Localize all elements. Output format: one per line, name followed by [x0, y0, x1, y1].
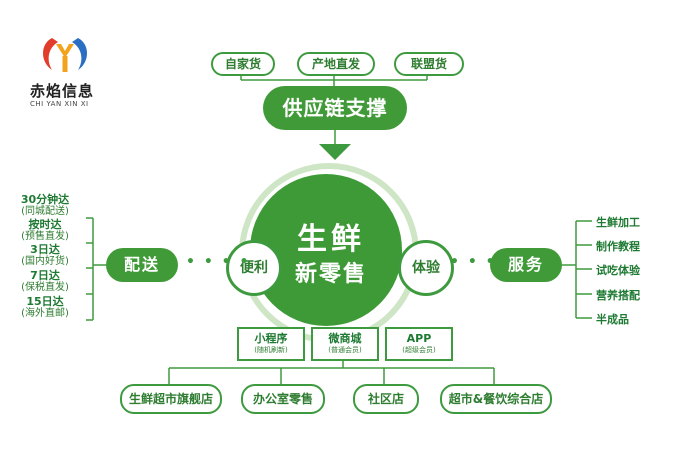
- center-subtitle: 新零售: [294, 262, 367, 287]
- store-community: 社区店: [353, 384, 419, 414]
- logo-subtitle: CHI YAN XIN XI: [30, 100, 89, 108]
- logo-name: 赤焰信息: [30, 82, 95, 100]
- dotted-connector-left: • • • •: [186, 254, 251, 270]
- service-item: 半成品: [596, 313, 629, 326]
- dotted-connector-right: • • • •: [450, 254, 515, 270]
- store-office-retail: 办公室零售: [241, 384, 325, 414]
- down-arrow-icon: [319, 144, 351, 160]
- source-direct-origin: 产地直发: [297, 52, 375, 76]
- company-logo-icon: [43, 38, 87, 72]
- service-item: 制作教程: [596, 240, 640, 253]
- convenience-node: 便利: [226, 240, 282, 296]
- service-pill: 服务: [490, 248, 562, 282]
- service-item: 营养搭配: [596, 289, 640, 302]
- service-item: 生鲜加工: [596, 216, 640, 229]
- delivery-item: 30分钟达 (同城配送): [20, 193, 70, 217]
- channel-app: APP (超级会员): [385, 327, 453, 361]
- source-alliance: 联盟货: [394, 52, 464, 76]
- service-item: 试吃体验: [596, 264, 640, 277]
- channel-micro-mall: 微商城 (普通会员): [311, 327, 379, 361]
- store-supermarket-dining: 超市&餐饮综合店: [440, 384, 552, 414]
- delivery-pill: 配送: [106, 248, 178, 282]
- experience-node: 体验: [398, 240, 454, 296]
- delivery-item: 按时达 (预售直发): [21, 218, 69, 242]
- delivery-item: 7日达 (保税直发): [21, 269, 69, 293]
- store-flagship: 生鲜超市旗舰店: [120, 384, 222, 414]
- delivery-item: 15日达 (海外直邮): [21, 295, 69, 319]
- supply-chain-pill: 供应链支撑: [263, 86, 407, 130]
- center-title: 生鲜: [297, 222, 365, 257]
- source-own-goods: 自家货: [211, 52, 275, 76]
- channel-mini-program: 小程序 (随机刷新): [237, 327, 305, 361]
- delivery-item: 3日达 (国内好货): [21, 243, 69, 267]
